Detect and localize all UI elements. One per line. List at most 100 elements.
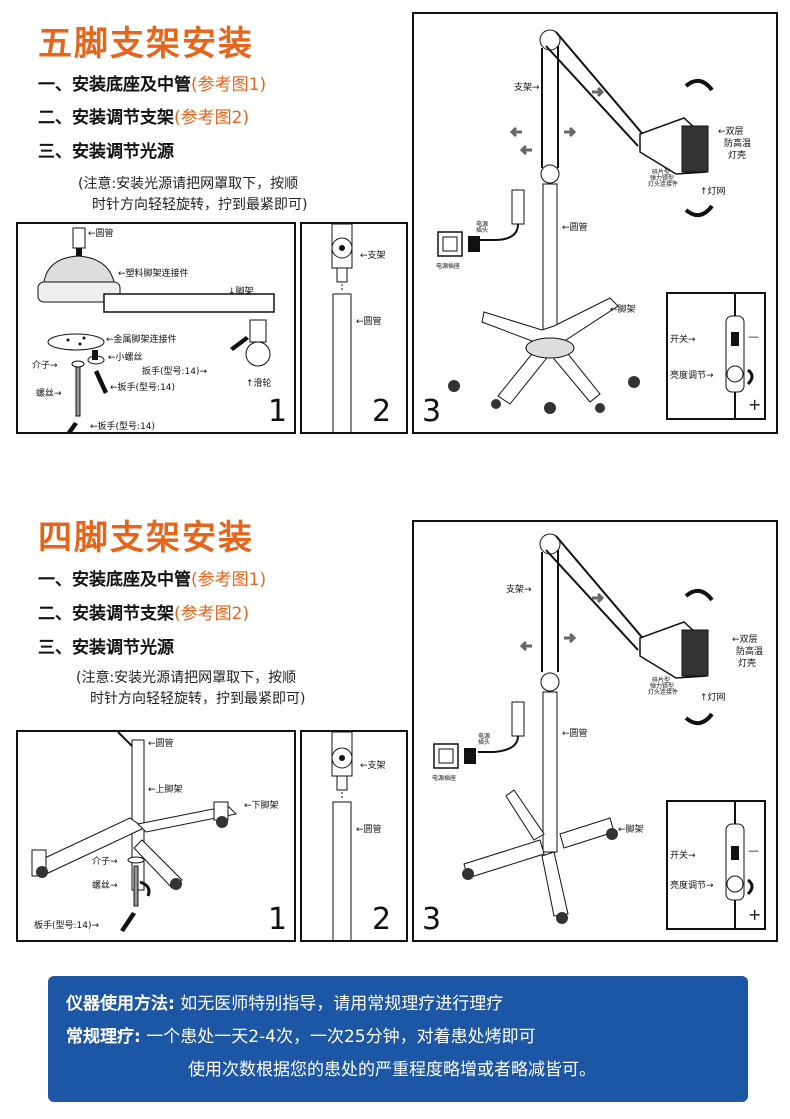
label-knob-2: 弹力锁型 xyxy=(650,682,674,690)
label-tube: ←圆管 xyxy=(148,737,174,749)
label-arm: 支架→ xyxy=(506,583,532,595)
label-knob: 碎片型 xyxy=(652,676,670,684)
label-net: ↑灯网 xyxy=(700,186,726,197)
label-arm: ←支架 xyxy=(360,249,386,261)
control-box-diagram: 开关→ 亮度调节→ — + xyxy=(670,294,761,418)
assembled-lamp-diagram: 支架→ ←双层 防高温 灯壳 碎片型 弹力锁型 灯头连接件 ↑灯网 电源 插头 … xyxy=(436,29,751,414)
assembled-lamp-diagram: 支架→ ←双层 防高温 灯壳 碎片型 弹力锁型 灯头连接件 ↑灯网 电源 插头 … xyxy=(432,533,763,924)
label-upper-leg: ←上脚架 xyxy=(148,784,183,795)
arm-tube-diagram: ←支架 ←圆管 xyxy=(331,732,386,940)
label-metal-connector: ←金属脚架连接件 xyxy=(106,333,177,345)
panel-number: 3 xyxy=(422,902,442,937)
label-shell-2: 防高温 xyxy=(724,137,751,149)
label-shell-3: 灯壳 xyxy=(738,657,756,669)
label-plastic-connector: ←塑料脚架连接件 xyxy=(118,267,189,279)
label-wrench-c: ←扳手(型号:14) xyxy=(90,420,155,432)
five-leg-note-line1: (注意:安装光源请把网罩取下，按顺 xyxy=(78,176,299,192)
label-shell-2: 防高温 xyxy=(736,645,763,657)
label-arm: ←支架 xyxy=(360,759,386,771)
five-leg-panel-1: ←圆管 ←塑料脚架连接件 ↓脚架 ←金属脚架连接件 ←小螺丝 介子→ 扳手(型号… xyxy=(16,222,296,434)
step-ref: (参考图2) xyxy=(174,604,250,624)
five-leg-step-1: 一、安装底座及中管(参考图1) xyxy=(38,70,266,95)
usage-instructions-box: 仪器使用方法: 如无医师特别指导，请用常规理疗进行理疗 常规理疗: 一个患处一天… xyxy=(48,976,748,1102)
panel-number: 1 xyxy=(268,902,288,937)
label-spacer: 介子→ xyxy=(92,856,118,867)
label-tube: ←圆管 xyxy=(356,823,382,835)
five-leg-control-box: 开关→ 亮度调节→ — + xyxy=(666,292,766,420)
label-shell-3: 灯壳 xyxy=(728,149,746,161)
label-minus: — xyxy=(748,330,759,343)
usage-text-3: 使用次数根据您的患处的严重程度略增或者略减皆可。 xyxy=(188,1060,596,1080)
step-text: 二、安装调节支架 xyxy=(38,604,174,624)
label-switch: 开关→ xyxy=(670,333,696,345)
control-box-diagram: 开关→ 亮度调节→ — + xyxy=(670,802,761,928)
label-wrench-a: 扳手(型号:14)→ xyxy=(142,365,208,377)
step-text: 三、安装调节光源 xyxy=(38,142,174,162)
usage-label-2: 常规理疗: xyxy=(66,1027,141,1047)
four-leg-control-box: 开关→ 亮度调节→ — + xyxy=(666,800,766,930)
label-wrench-b: ←扳手(型号:14) xyxy=(110,381,175,393)
label-leg: ↓脚架 xyxy=(228,286,254,297)
section-title-five-leg: 五脚支架安装 xyxy=(38,24,254,64)
five-leg-note-line2: 时针方向轻轻旋转，拧到最紧即可) xyxy=(92,197,308,213)
four-leg-panel-2: ←支架 ←圆管 2 xyxy=(300,730,408,942)
label-plug: 电源 xyxy=(478,732,490,740)
four-leg-panel-1: ←圆管 ←上脚架 ←下脚架 介子→ 螺丝→ 板手(型号:14)→ 1 xyxy=(16,730,296,942)
usage-row-1: 仪器使用方法: 如无医师特别指导，请用常规理疗进行理疗 xyxy=(66,988,730,1021)
usage-label-1: 仪器使用方法: xyxy=(66,994,175,1014)
label-lower-leg: ←下脚架 xyxy=(244,800,279,811)
label-socket: 电源插座 xyxy=(432,774,456,782)
usage-text-1: 如无医师特别指导，请用常规理疗进行理疗 xyxy=(180,994,504,1014)
panel-number: 1 xyxy=(268,394,288,429)
step-ref: (参考图2) xyxy=(174,108,250,128)
label-leg: ←脚架 xyxy=(618,824,644,835)
label-plug-2: 插头 xyxy=(478,738,490,746)
step-ref: (参考图1) xyxy=(191,570,267,590)
step-text: 三、安装调节光源 xyxy=(38,638,174,658)
usage-text-2: 一个患处一天2-4次，一次25分钟，对着患处烤即可 xyxy=(146,1027,536,1047)
label-shell: ←双层 xyxy=(718,126,744,137)
label-wrench: 板手(型号:14)→ xyxy=(34,919,100,931)
panel-number: 2 xyxy=(372,394,392,429)
label-knob-3: 灯头连接件 xyxy=(648,688,678,696)
four-leg-note-line2: 时针方向轻轻旋转，拧到最紧即可) xyxy=(90,691,306,707)
step-ref: (参考图1) xyxy=(191,75,267,95)
four-leg-step-1: 一、安装底座及中管(参考图1) xyxy=(38,565,266,590)
label-brightness: 亮度调节→ xyxy=(670,879,714,891)
label-knob-3: 灯头连接件 xyxy=(648,180,678,188)
label-plus: + xyxy=(748,395,761,414)
label-tube: ←圆管 xyxy=(356,315,382,327)
label-shell: ←双层 xyxy=(732,634,758,645)
label-screw: 螺丝→ xyxy=(36,387,62,399)
label-switch: 开关→ xyxy=(670,849,696,861)
section-title-four-leg: 四脚支架安装 xyxy=(38,518,254,558)
arm-tube-diagram: ←支架 ←圆管 xyxy=(331,224,386,432)
five-leg-panel-2: ←支架 ←圆管 2 xyxy=(300,222,408,434)
panel-number: 3 xyxy=(422,394,442,429)
label-tube: ←圆管 xyxy=(88,227,114,239)
five-leg-step-2: 二、安装调节支架(参考图2) xyxy=(38,103,249,128)
panel-number: 2 xyxy=(372,902,392,937)
label-small-screw: ←小螺丝 xyxy=(108,351,143,363)
label-plug-2: 插头 xyxy=(476,226,488,234)
step-text: 一、安装底座及中管 xyxy=(38,570,191,590)
five-leg-step-3: 三、安装调节光源 xyxy=(38,137,174,162)
four-leg-base-diagram: ←圆管 ←上脚架 ←下脚架 介子→ 螺丝→ 板手(型号:14)→ xyxy=(31,732,279,932)
label-plus: + xyxy=(748,905,761,924)
label-spacer: 介子→ xyxy=(32,360,58,371)
label-knob: 碎片型 xyxy=(652,168,670,176)
five-leg-base-diagram: ←圆管 ←塑料脚架连接件 ↓脚架 ←金属脚架连接件 ←小螺丝 介子→ 扳手(型号… xyxy=(32,227,275,432)
step-text: 一、安装底座及中管 xyxy=(38,75,191,95)
label-caster: ↑滑轮 xyxy=(246,377,272,389)
label-screw: 螺丝→ xyxy=(92,879,118,891)
label-tube: ←圆管 xyxy=(562,727,588,739)
label-knob-2: 弹力锁型 xyxy=(650,174,674,182)
step-text: 二、安装调节支架 xyxy=(38,108,174,128)
four-leg-note-line1: (注意:安装光源请把网罩取下，按顺 xyxy=(76,670,297,686)
usage-row-3: 使用次数根据您的患处的严重程度略增或者略减皆可。 xyxy=(66,1054,730,1087)
label-plug: 电源 xyxy=(476,220,488,228)
label-socket: 电源插座 xyxy=(436,262,460,270)
label-brightness: 亮度调节→ xyxy=(670,369,714,381)
label-tube: ←圆管 xyxy=(562,221,588,233)
four-leg-step-3: 三、安装调节光源 xyxy=(38,633,174,658)
